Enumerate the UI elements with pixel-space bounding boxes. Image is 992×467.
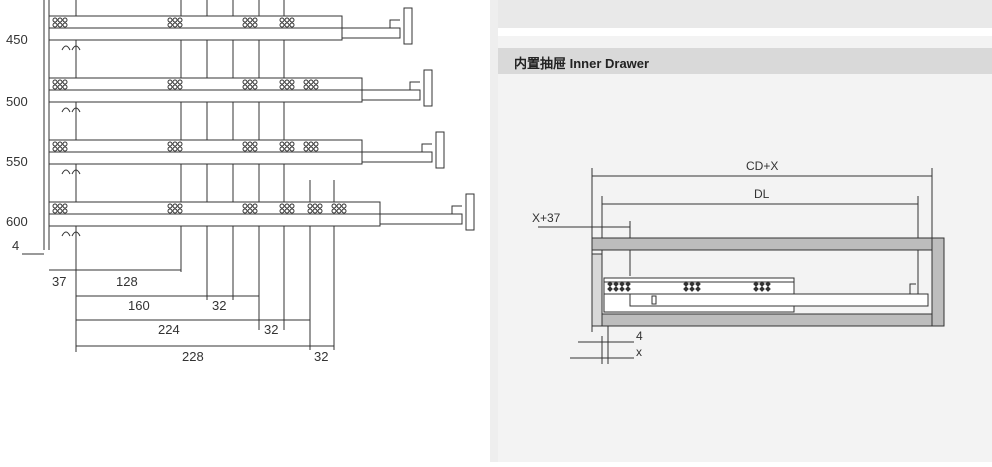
dim-128: 128: [116, 274, 138, 289]
row-label-550: 550: [6, 154, 28, 169]
slide-row-2: [48, 131, 445, 175]
row-label-450: 450: [6, 32, 28, 47]
label-x-37: X+37: [532, 211, 561, 225]
dim-228: 228: [182, 349, 204, 364]
mounting-hole: [613, 281, 619, 287]
drawer-slide-dimension-drawing: 450 500 550 600 4 37 128 160 32 224 32 2…: [6, 0, 475, 364]
mounting-hole: [765, 286, 771, 292]
mounting-hole: [613, 286, 619, 292]
inner-drawer-drawing: CD+X DL X+37 4 x: [532, 159, 945, 364]
mounting-hole: [753, 281, 759, 287]
mounting-hole: [607, 281, 613, 287]
mounting-hole: [765, 281, 771, 287]
row-label-600: 600: [6, 214, 28, 229]
dim-32-a: 32: [212, 298, 226, 313]
dim-37: 37: [52, 274, 66, 289]
mounting-hole: [619, 281, 625, 287]
mounting-hole: [619, 286, 625, 292]
label-cd-x: CD+X: [746, 159, 778, 173]
section-header: 内置抽屉 Inner Drawer: [498, 48, 992, 74]
mounting-hole: [625, 281, 631, 287]
mounting-hole: [683, 281, 689, 287]
mounting-hole: [683, 286, 689, 292]
mounting-hole: [607, 286, 613, 292]
row-label-500: 500: [6, 94, 28, 109]
mounting-hole: [689, 281, 695, 287]
section-title: 内置抽屉 Inner Drawer: [514, 56, 650, 71]
offset-label-4: 4: [12, 238, 19, 253]
dim-160: 160: [128, 298, 150, 313]
mounting-hole: [753, 286, 759, 292]
mounting-hole: [689, 286, 695, 292]
inner-drawer-panel: 内置抽屉 Inner Drawer: [498, 36, 992, 462]
slide-row-3: [48, 193, 475, 237]
dim-32-b: 32: [264, 322, 278, 337]
right-gap: [498, 28, 992, 36]
mounting-hole: [695, 281, 701, 287]
slide-row-1: [48, 69, 433, 113]
mounting-hole: [695, 286, 701, 292]
left-dimension-panel: 450 500 550 600 4 37 128 160 32 224 32 2…: [0, 0, 490, 462]
dim-224: 224: [158, 322, 180, 337]
panel-divider: [490, 0, 498, 462]
mounting-hole: [625, 286, 631, 292]
slide-row-0: [48, 7, 413, 51]
label-dl: DL: [754, 187, 770, 201]
label-x: x: [636, 345, 642, 359]
mounting-hole: [759, 286, 765, 292]
right-top-panel: [498, 0, 992, 28]
label-4: 4: [636, 329, 643, 343]
dim-32-c: 32: [314, 349, 328, 364]
mounting-hole: [759, 281, 765, 287]
